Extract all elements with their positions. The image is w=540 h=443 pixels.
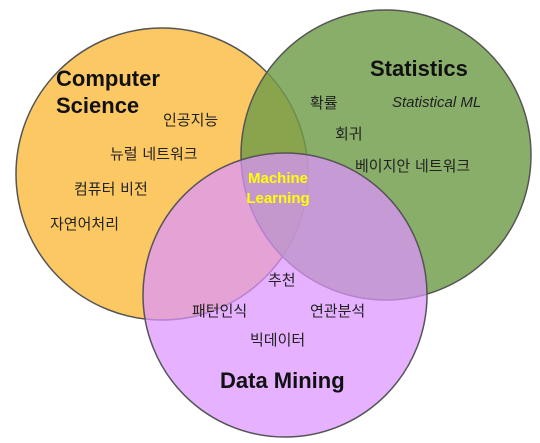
cs-item-computer-vision: 컴퓨터 비전 (74, 180, 148, 198)
circle-data-mining (142, 152, 428, 438)
stat-item-probability: 확률 (310, 94, 338, 112)
stat-item-bayesian-network: 베이지안 네트워크 (355, 157, 470, 175)
dm-item-big-data: 빅데이터 (250, 331, 305, 349)
cs-item-neural-network: 뉴럴 네트워크 (110, 145, 198, 163)
dm-item-recommendation: 추천 (268, 271, 296, 289)
center-label-line1: Machine (248, 170, 308, 187)
center-label-line2: Learning (246, 190, 309, 207)
computer-science-title-line2: Science (56, 93, 139, 118)
cs-item-nlp: 자연어처리 (50, 215, 119, 233)
stat-item-regression: 회귀 (335, 125, 363, 143)
cs-item-ai: 인공지능 (163, 111, 218, 129)
statistics-subtitle: Statistical ML (392, 94, 481, 111)
statistics-title: Statistics (370, 56, 468, 81)
dm-item-association-analysis: 연관분석 (310, 302, 365, 320)
data-mining-title: Data Mining (220, 368, 345, 393)
computer-science-title-line1: Computer (56, 66, 160, 91)
dm-item-pattern-recognition: 패턴인식 (192, 302, 247, 320)
